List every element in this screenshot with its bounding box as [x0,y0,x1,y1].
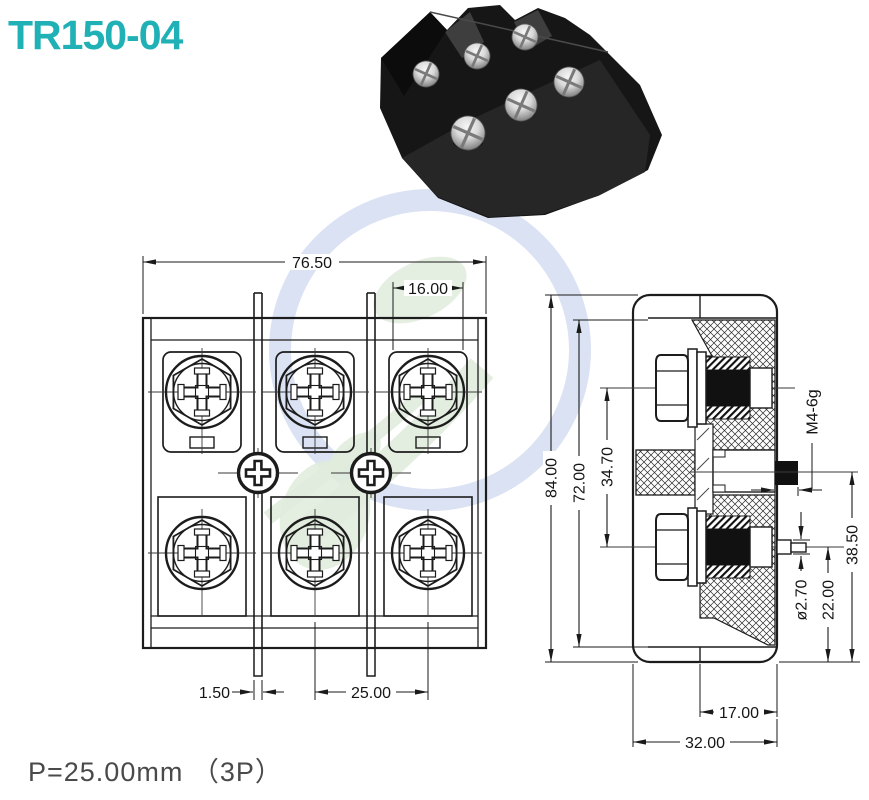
dim-total-height: 84.00 [544,458,561,498]
dim-front-total-width: 76.50 [292,255,332,272]
dim-pin-height: 22.00 [821,580,838,620]
dim-body-height: 72.00 [572,463,589,503]
dim-screw-spacing: 34.70 [600,447,617,487]
dim-stud-height: 38.50 [845,525,862,565]
product-photo [380,5,662,218]
solder-pin [776,539,792,555]
pitch-note: P=25.00mm （3P） [28,757,283,787]
side-dimensions: 84.00 72.00 34.70 [543,294,862,752]
dim-pole-opening: 16.00 [408,281,448,298]
side-view: 84.00 72.00 34.70 [543,293,862,752]
front-view: 76.50 16.00 1.50 25.00 [141,254,488,702]
front-dimensions: 76.50 16.00 1.50 25.00 [142,254,487,702]
dim-pitch: 25.00 [351,685,391,702]
dim-inner-depth: 17.00 [719,705,759,722]
mounting-screw-icon [216,446,300,500]
dim-stud-thread: M4-6g [805,389,822,434]
barrier-walls [253,292,376,648]
terminal-screw-icon [146,346,258,456]
m4-stud [775,461,798,485]
housing-hatch-middle [635,449,696,496]
page-title: TR150-04 [8,12,183,58]
dim-total-depth: 32.00 [685,735,725,752]
terminal-screw-icon [146,507,258,617]
dim-pin-diameter: ø2.70 [794,579,811,620]
dim-pin-thickness: 1.50 [199,685,230,702]
terminal-screw-icon [372,507,484,617]
photo-screws [412,23,585,151]
